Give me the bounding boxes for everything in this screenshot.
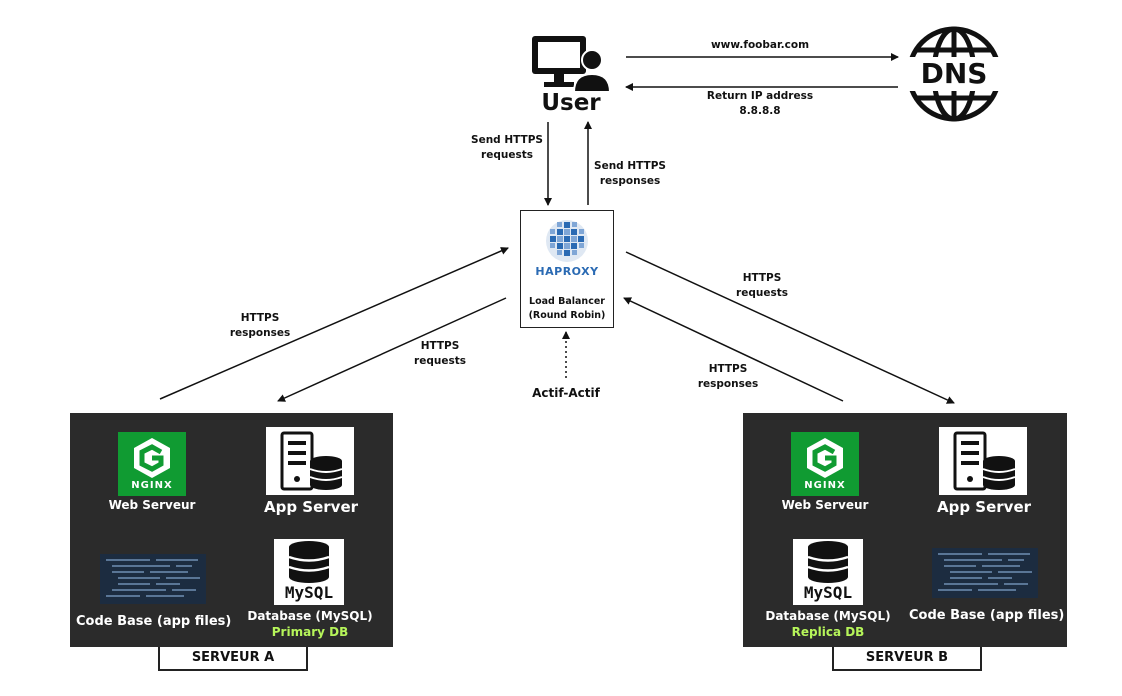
web-server-label: Web Serveur	[781, 498, 869, 512]
server-b: NGINX Web Serveur App Server MySQL Datab…	[743, 413, 1067, 647]
code-base-image	[932, 548, 1038, 598]
app-server-icon	[266, 427, 354, 495]
mysql-logo-icon: MySQL	[793, 539, 863, 605]
mysql-logo-icon: MySQL	[274, 539, 344, 605]
database-label: Database (MySQL) Primary DB	[240, 608, 380, 640]
server-a-name: SERVEUR A	[158, 647, 308, 671]
server-a: NGINX Web Serveur App Server	[70, 413, 393, 647]
serverb-responses-label: HTTPS responses	[697, 363, 759, 390]
arrow-serverb-to-lb	[623, 297, 844, 402]
arrow-servera-to-lb	[159, 247, 509, 400]
database-label: Database (MySQL) Replica DB	[758, 608, 898, 640]
haproxy-logo-text: HAPROXY	[535, 265, 599, 278]
globe-icon	[906, 26, 1002, 122]
db-role-badge: Replica DB	[791, 625, 865, 639]
actif-actif-label: Actif-Actif	[532, 386, 600, 400]
load-balancer-label: Load Balancer (Round Robin)	[528, 296, 606, 321]
send-https-requests-label: Send HTTPS requests	[471, 134, 543, 161]
db-role-badge: Primary DB	[271, 625, 349, 639]
servera-responses-label: HTTPS responses	[229, 312, 291, 339]
nginx-logo-icon: NGINX	[118, 432, 186, 496]
arrow-lb-to-servera	[277, 297, 507, 402]
web-server-label: Web Serveur	[108, 498, 196, 512]
app-server-label: App Server	[936, 498, 1032, 516]
user-node: User	[526, 32, 616, 122]
app-server-label: App Server	[263, 498, 359, 516]
code-base-label: Code Base (app files)	[76, 614, 232, 629]
code-base-image	[100, 554, 206, 604]
server-b-name: SERVEUR B	[832, 647, 982, 671]
user-computer-icon	[532, 36, 612, 92]
dns-response-label: Return IP address 8.8.8.8	[706, 90, 814, 117]
app-server-icon	[939, 427, 1027, 495]
servera-requests-label: HTTPS requests	[414, 340, 466, 367]
user-label: User	[541, 90, 601, 116]
arrow-lb-to-serverb	[625, 251, 955, 404]
code-base-label: Code Base (app files)	[909, 608, 1065, 623]
load-balancer-node: HAPROXY Load Balancer (Round Robin)	[520, 210, 614, 328]
dns-request-label: www.foobar.com	[710, 39, 810, 51]
dns-label: DNS	[920, 57, 988, 90]
haproxy-logo-icon	[546, 220, 588, 262]
send-https-responses-label: Send HTTPS responses	[594, 160, 666, 187]
nginx-logo-icon: NGINX	[791, 432, 859, 496]
dns-node: DNS	[904, 24, 1004, 124]
serverb-requests-label: HTTPS requests	[736, 272, 788, 299]
